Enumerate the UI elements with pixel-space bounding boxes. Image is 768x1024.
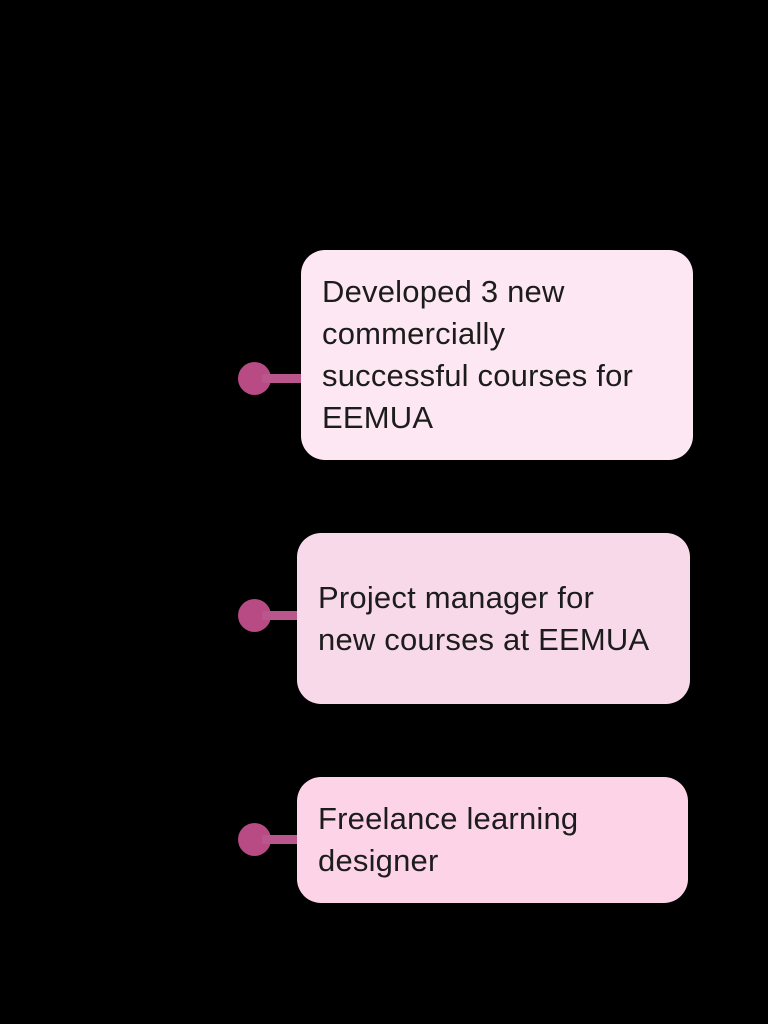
timeline-connector: [262, 374, 304, 383]
timeline-connector: [262, 611, 300, 620]
timeline-connector: [262, 835, 300, 844]
